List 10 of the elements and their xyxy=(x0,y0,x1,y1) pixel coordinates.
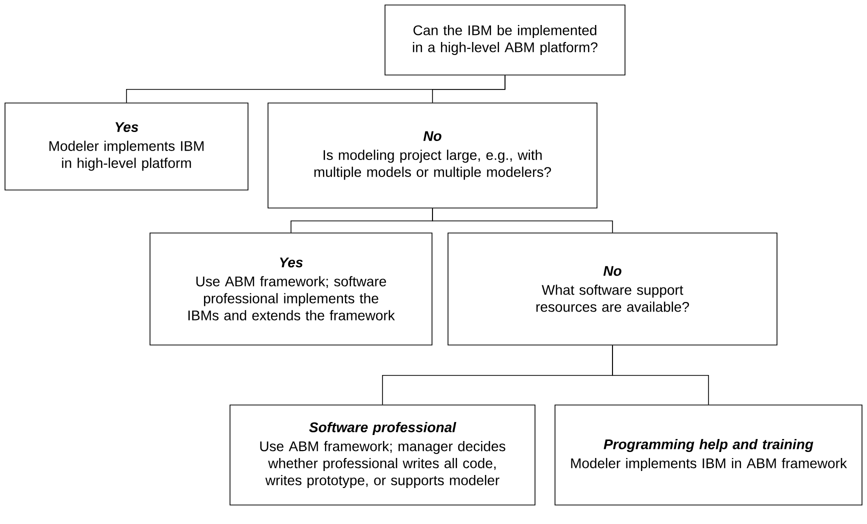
decision-box: Programming help and training Modeler implements IBM in ABM framework xyxy=(554,404,862,506)
decision-box: No What software support resources are available? xyxy=(448,232,778,346)
decision-box: Yes Use ABM framework; software professional implements the IBMs and extends the framework xyxy=(150,232,432,346)
decision-box: Yes Modeler implements IBM in high-level platform xyxy=(4,102,248,190)
decision-box: No Is modeling project large, e.g., with multiple models or multiple modelers? xyxy=(268,102,598,208)
decision-box: Software professional Use ABM framework; manager decides whether professional writes all code, writes prototype, or supports modeler xyxy=(230,404,536,506)
connector-line xyxy=(432,75,506,103)
decision-box: Can the IBM be implemented in a high-level ABM platform? xyxy=(384,4,626,76)
connector-line xyxy=(432,208,613,233)
connector-line xyxy=(612,345,709,405)
